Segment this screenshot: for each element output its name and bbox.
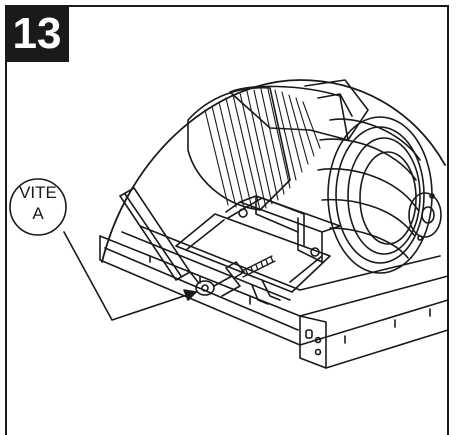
electric-motor — [187, 79, 442, 274]
step-frame — [5, 5, 449, 435]
callout-arrowhead — [183, 289, 197, 301]
callout-leader — [63, 231, 197, 321]
step-number-badge: 13 — [5, 5, 69, 62]
callout-label-line1: VITE — [19, 183, 57, 202]
callout-circle — [9, 178, 67, 236]
sliding-plate — [175, 195, 341, 305]
callout-label-line2: A — [32, 204, 44, 223]
base-frame — [99, 225, 449, 369]
motor-base-illustration — [9, 79, 449, 369]
step-number: 13 — [12, 9, 62, 58]
screw-a — [119, 187, 276, 297]
detail-view-outline — [101, 79, 446, 263]
